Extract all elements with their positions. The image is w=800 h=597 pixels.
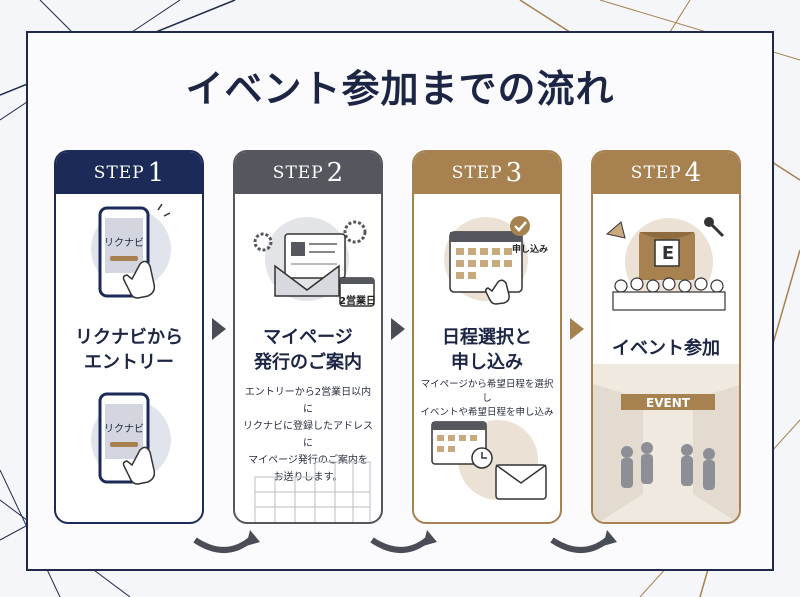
step-3-description: マイページから希望日程を選択し イベントや希望日程を申し込み bbox=[420, 379, 554, 418]
stage-letter: E bbox=[661, 243, 675, 264]
step-label: STEP bbox=[93, 163, 145, 183]
step-number: 2 bbox=[326, 158, 344, 188]
step-3-card: STEP 3 申し込み 日程選択と 申し込み マイページから希望日程を選択し イ… bbox=[412, 150, 562, 524]
office-building-icon bbox=[254, 461, 371, 522]
calendar-mail-icon bbox=[431, 420, 547, 500]
step-1-name: リクナビから エントリー bbox=[75, 327, 183, 373]
event-banner-text: EVENT bbox=[646, 396, 690, 410]
phone-tap-icon-2 bbox=[91, 392, 171, 485]
step-2-card: STEP 2 2営業日 マイページ 発行のご案内 エントリーから2営業日以内に … bbox=[233, 150, 383, 524]
next-arrow-2 bbox=[391, 318, 405, 340]
phone-tap-icon bbox=[91, 204, 171, 299]
email-envelope-icon bbox=[253, 217, 375, 307]
step-label: STEP bbox=[630, 163, 682, 183]
step-1-header: STEP 1 bbox=[56, 152, 202, 194]
event-venue-icon bbox=[593, 364, 739, 522]
business-days-badge: 2営業日 bbox=[339, 296, 376, 307]
step-4-header: STEP 4 bbox=[593, 152, 739, 194]
step-1-card: STEP 1 リクナビ リクナビから エントリー リクナビ bbox=[54, 150, 204, 524]
step-number: 1 bbox=[147, 158, 165, 188]
step-2-name: マイページ 発行のご案内 bbox=[254, 327, 362, 373]
step-4-card: STEP 4 E イベント参加 EVENT bbox=[591, 150, 741, 524]
step-4-name: イベント参加 bbox=[612, 338, 720, 359]
event-stage-icon bbox=[605, 217, 726, 311]
next-arrow-3 bbox=[570, 318, 584, 340]
phone-label-top: リクナビ bbox=[104, 238, 144, 249]
step-2-header: STEP 2 bbox=[235, 152, 381, 194]
step-3-header: STEP 3 bbox=[414, 152, 560, 194]
step-3-name: 日程選択と 申し込み bbox=[442, 327, 532, 373]
next-arrow-1 bbox=[212, 318, 226, 340]
step-label: STEP bbox=[272, 163, 324, 183]
step-number: 4 bbox=[684, 158, 702, 188]
step-label: STEP bbox=[451, 163, 503, 183]
phone-label-bottom: リクナビ bbox=[104, 424, 144, 435]
calendar-select-icon bbox=[444, 216, 530, 305]
page-title: イベント参加までの流れ bbox=[185, 67, 615, 111]
apply-label: 申し込み bbox=[512, 245, 549, 255]
step-number: 3 bbox=[505, 158, 523, 188]
